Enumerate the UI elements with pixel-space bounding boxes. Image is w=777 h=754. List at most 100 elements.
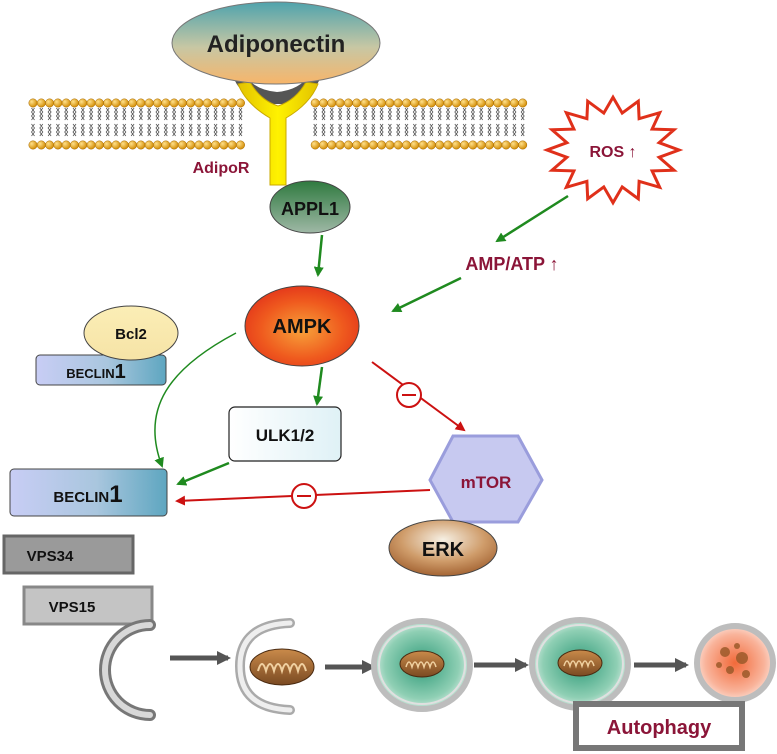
mtor-node [428,434,544,524]
adiponectin-label: Adiponectin [207,31,346,58]
lipid-tail [487,107,492,121]
lipid-head [385,140,395,150]
lipid-tail [462,123,467,137]
lipid-tail [329,123,334,137]
lipid-tail [64,123,69,137]
lipid-tail [338,107,343,121]
lipid-head [78,98,88,108]
lipid-tail [97,107,102,121]
lipid-head [236,98,245,108]
lipid-head [468,140,478,150]
lipid-head [410,98,420,108]
lipid-tail [180,123,185,137]
lipid-head [360,140,370,150]
lipid-tail [230,107,235,121]
lipid-tail [80,107,85,121]
lipid-head [28,140,38,150]
lipid-tail [520,123,525,137]
lipid-head [501,98,511,108]
lipid-tail [105,107,110,121]
lipid-head [227,140,237,150]
lipid-tail [89,123,94,137]
lipid-tail [404,123,409,137]
lipid-head [103,140,113,150]
lipid-tail [221,123,226,137]
lipid-tail [155,123,160,137]
lipid-head [211,98,221,108]
lipid-tail [371,107,376,121]
lipid-head [169,140,179,150]
appl1-label: APPL1 [281,199,339,219]
lipid-tail [504,107,509,121]
lipid-tail [437,107,442,121]
lipid-tail [470,107,475,121]
vps34-label: VPS34 [27,548,74,565]
lipid-head [451,98,461,108]
lipid-head [402,98,411,108]
beclin1-main-box [9,468,168,517]
lipid-tail [371,123,376,137]
amp-atp-label: AMP/ATP ↑ [465,254,558,274]
lipid-tail [495,123,500,137]
lipid-head [377,140,387,150]
lipid-head [161,98,171,108]
lipid-tail [72,107,77,121]
lipid-head [169,98,179,108]
lipid-head [518,98,528,108]
lipid-head [402,140,411,150]
lipid-tail [520,107,525,121]
lipid-head [418,140,428,150]
lipid-tail [454,123,459,137]
lipid-tail [172,123,177,137]
lipid-head [177,98,187,108]
lipid-tail [213,123,218,137]
lipid-head [385,98,395,108]
beclin1-top-box [35,354,167,386]
lipid-head [61,98,71,108]
lipid-head [161,140,171,150]
lipid-head [53,98,63,108]
lipid-tail [346,123,351,137]
lipid-head [36,140,46,150]
lipid-head [310,98,320,108]
lipid-head [335,98,345,108]
lipid-head [443,98,453,108]
lipid-head [418,98,428,108]
lipid-head [128,140,138,150]
lipid-tail [31,123,35,137]
lipid-tail [172,107,177,121]
lipid-tail [205,107,210,121]
lipid-head [94,140,104,150]
lipid-tail [39,123,44,137]
lipid-head [460,98,470,108]
lipid-tail [230,123,235,137]
lipid-tail [321,123,326,137]
lipid-tail [114,107,118,121]
lipid-head [509,98,519,108]
lipid-head [45,140,55,150]
lipid-tail [404,107,409,121]
lipid-head [435,98,445,108]
lipid-head [426,140,436,150]
lipid-tail [80,123,85,137]
lipid-head [78,140,88,150]
ulk12-label: ULK1/2 [256,426,315,445]
lipid-tail [421,123,426,137]
lipid-tail [64,107,69,121]
lipid-tail [163,107,168,121]
arrow-ros-to-ampatp [495,194,569,243]
lipid-head [219,140,229,150]
lipid-tail [138,123,143,137]
lipid-head [211,140,221,150]
lipid-tail [89,107,94,121]
lipid-head [144,140,154,150]
lipid-tail [180,107,185,121]
lipid-head [343,140,353,150]
arrow-ampk-to-ulk [313,366,324,406]
adipor-receptor [234,74,320,186]
lipid-tail [197,123,201,137]
erk-label: ERK [422,539,465,561]
arrow-ampatp-to-ampk [391,276,462,313]
lipid-tail [429,107,434,121]
lipid-head [70,98,79,108]
